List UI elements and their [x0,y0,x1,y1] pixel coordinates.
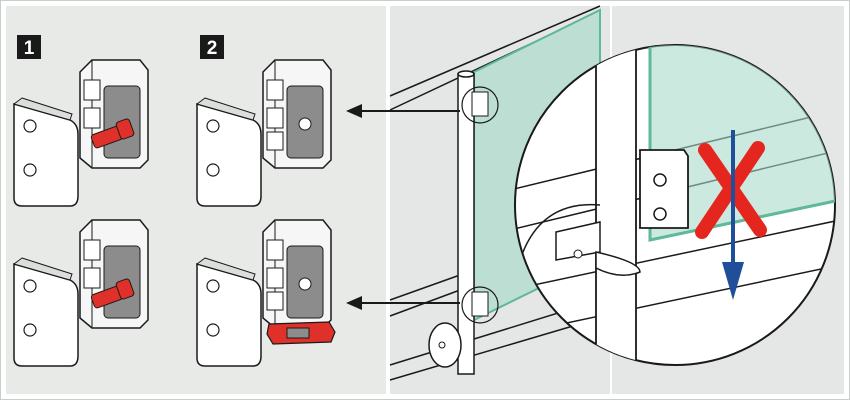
clamp-step1-bottom [12,219,149,367]
callout-circle-top [461,86,499,124]
callout-circle-bottom [461,286,499,324]
clamp-step1-top [12,59,149,207]
red-screw-2 [90,278,135,309]
step-badge-2: 2 [200,35,224,59]
magnified-detail [514,44,836,366]
arrow-down-icon [722,130,744,300]
railing-post [428,70,475,375]
clamp-step2-top [195,59,332,207]
red-insert [266,321,336,345]
arrow-left-icon [346,104,460,118]
step-2-label: 2 [207,38,218,59]
red-screw-1 [90,118,135,149]
step-badge-1: 1 [17,35,41,59]
clamp-step2-bottom [195,219,336,367]
step-1-label: 1 [24,38,35,59]
arrow-left-icon [346,296,460,310]
railing-lines [389,5,601,381]
